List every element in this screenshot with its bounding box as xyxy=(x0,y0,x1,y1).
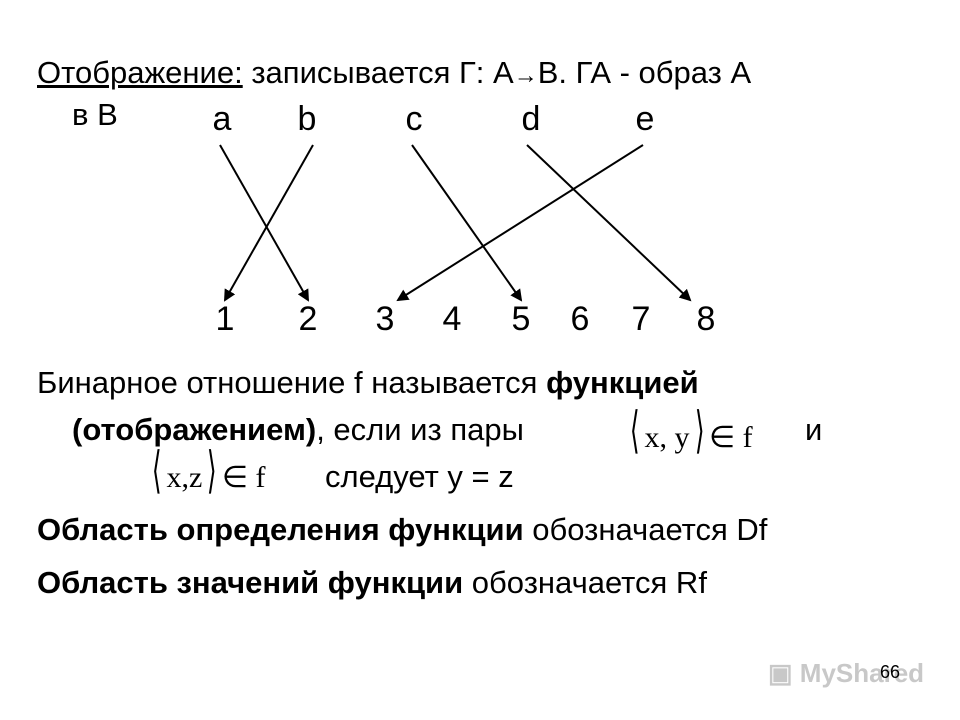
left-angle-bracket: ⟨ xyxy=(629,402,640,458)
codomain-element-4: 4 xyxy=(443,300,462,338)
pair-xz-formula: ⟨x,z⟩∈ f xyxy=(147,442,266,498)
domain-element-a: a xyxy=(213,100,232,138)
mapping-notation-a: записывается Г: А xyxy=(251,55,514,90)
domain-element-d: d xyxy=(522,100,541,138)
domain-element-e: e xyxy=(636,100,655,138)
domain-notation: обозначается Df xyxy=(523,512,768,547)
domain-term: Область определения функции xyxy=(37,512,524,547)
right-angle-bracket: ⟩ xyxy=(694,402,705,458)
domain-line: Область определения функции обозначается… xyxy=(37,512,767,548)
mapping-definition-line: Отображение: записывается Г: А→В. ГА - о… xyxy=(37,55,751,94)
mapping-term: Отображение: xyxy=(37,55,243,90)
codomain-element-6: 6 xyxy=(571,300,590,338)
domain-element-b: b xyxy=(298,100,317,138)
codomain-element-3: 3 xyxy=(376,300,395,338)
range-line: Область значений функции обозначается Rf xyxy=(37,565,707,601)
mapping-arrow-d-to-8 xyxy=(526,144,692,302)
page-number: 66 xyxy=(880,662,901,682)
function-definition-line-3: следует y = z xyxy=(325,459,514,494)
conjunction-and: и xyxy=(805,412,823,447)
function-definition-line-1: Бинарное отношение f называется функцией xyxy=(37,365,699,401)
right-angle-bracket: ⟩ xyxy=(207,442,217,498)
function-definition-line-2: (отображением), если из пары xyxy=(72,412,524,448)
left-angle-bracket: ⟨ xyxy=(151,442,162,498)
domain-element-c: c xyxy=(406,100,423,138)
watermark-logo: ▣ MyShared xyxy=(768,658,924,689)
codomain-element-8: 8 xyxy=(697,300,716,338)
codomain-element-1: 1 xyxy=(216,300,235,338)
pair-xy: x, y xyxy=(644,421,690,454)
codomain-element-7: 7 xyxy=(632,300,651,338)
mapping-arrow-b-to-1 xyxy=(224,144,314,302)
mapping-arrow: → xyxy=(513,62,538,89)
codomain-element-5: 5 xyxy=(512,300,531,338)
mapping-arrow-e-to-3 xyxy=(396,144,644,302)
mapping-arrow-c-to-5 xyxy=(411,144,523,302)
pair-xy-formula: ⟨x, y⟩∈ f xyxy=(625,405,753,455)
element-of-f: ∈ f xyxy=(709,421,753,454)
watermark-text: MyShared xyxy=(799,658,925,688)
mapping-arrow-a-to-2 xyxy=(219,144,309,302)
mapping-term-bold: (отображением) xyxy=(72,412,317,447)
function-term: функцией xyxy=(546,365,699,400)
mapping-notation-b: В. ГА - образ А xyxy=(537,55,752,90)
pair-condition-text: , если из пары xyxy=(316,412,524,447)
range-term: Область значений функции xyxy=(37,565,464,600)
watermark-icon: ▣ xyxy=(768,658,800,688)
element-of-f: ∈ f xyxy=(221,461,266,494)
range-notation: обозначается Rf xyxy=(463,565,707,600)
pair-xz: x,z xyxy=(166,461,203,494)
codomain-element-2: 2 xyxy=(299,300,318,338)
mapping-definition-continuation: в В xyxy=(72,97,118,132)
function-def-text: Бинарное отношение f называется xyxy=(37,365,547,400)
